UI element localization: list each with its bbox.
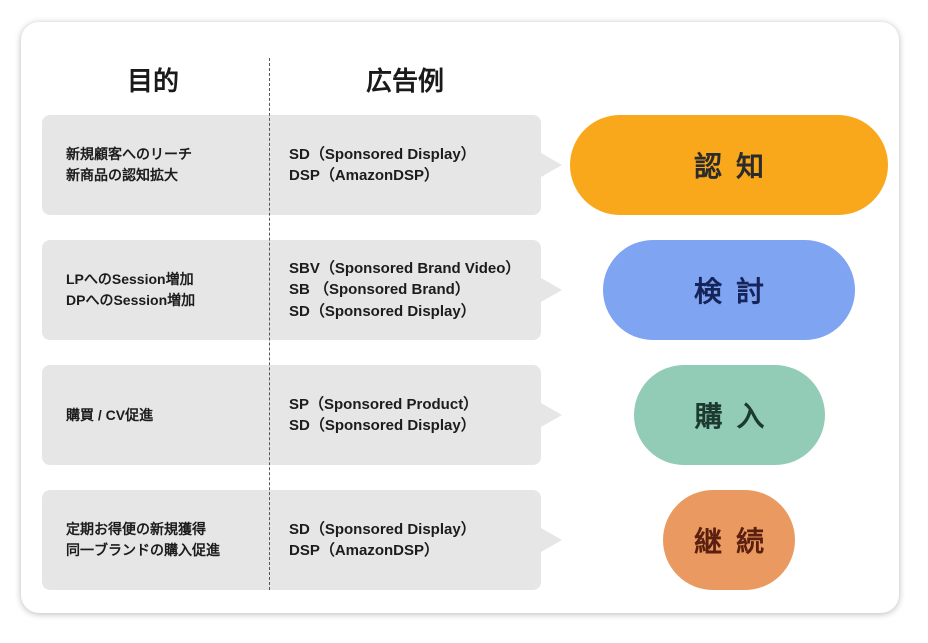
stage-pill-consideration: 検討 [603,240,855,340]
ad-examples-cell: SP（Sponsored Product） SD（Sponsored Displ… [289,365,537,465]
purpose-line: DPへのSession増加 [66,292,196,308]
purpose-cell: LPへのSession増加 DPへのSession増加 [66,240,266,340]
stage-label: 継続 [693,525,778,558]
ad-example-line: SD（Sponsored Display） [289,302,476,320]
ad-examples-header: 広告例 [365,66,444,96]
stage-pill-awareness: 認知 [570,115,888,215]
purpose-line: 同一ブランドの購入促進 [66,542,220,558]
ad-example-line: SD（Sponsored Display） [289,145,476,163]
purpose-line: LPへのSession増加 [66,271,194,287]
row-box-retention: 定期お得便の新規獲得 同一ブランドの購入促進 SD（Sponsored Disp… [42,490,541,590]
row-box-awareness: 新規顧客へのリーチ 新商品の認知拡大 SD（Sponsored Display）… [42,115,541,215]
ad-example-line: SP（Sponsored Product） [289,395,479,413]
ad-example-line: SD（Sponsored Display） [289,520,476,538]
ad-example-line: DSP（AmazonDSP） [289,167,440,184]
arrow-pointer [541,403,562,427]
arrow-pointer [541,153,562,177]
arrow-pointer [541,528,562,552]
stage-pill-retention: 継続 [663,490,795,590]
stage-label: 認知 [693,150,778,183]
arrow-pointer [541,278,562,302]
dashed-divider [269,58,270,590]
purpose-cell: 購買 / CV促進 [66,365,266,465]
purpose-line: 新商品の認知拡大 [66,167,178,183]
row-box-purchase: 購買 / CV促進 SP（Sponsored Product） SD（Spons… [42,365,541,465]
ad-example-line: SBV（Sponsored Brand Video） [289,259,521,277]
purpose-cell: 定期お得便の新規獲得 同一ブランドの購入促進 [66,490,266,590]
ad-example-line: SB （Sponsored Brand） [289,281,470,299]
ad-example-line: SD（Sponsored Display） [289,417,476,434]
stage-label: 検討 [693,275,778,308]
ad-examples-cell: SBV（Sponsored Brand Video） SB （Sponsored… [289,240,537,340]
row-box-consideration: LPへのSession増加 DPへのSession増加 SBV（Sponsore… [42,240,541,340]
purpose-line: 定期お得便の新規獲得 [66,521,206,537]
ad-examples-cell: SD（Sponsored Display） DSP（AmazonDSP） [289,115,537,215]
ad-example-line: DSP（AmazonDSP） [289,542,440,559]
purpose-line: 購買 / CV促進 [66,406,154,423]
ad-examples-cell: SD（Sponsored Display） DSP（AmazonDSP） [289,490,537,590]
stage-pill-purchase: 購入 [634,365,825,465]
purpose-line: 新規顧客へのリーチ [66,146,192,162]
purpose-cell: 新規顧客へのリーチ 新商品の認知拡大 [66,115,266,215]
stage-label: 購入 [694,400,779,433]
purpose-header: 目的 [126,66,179,96]
